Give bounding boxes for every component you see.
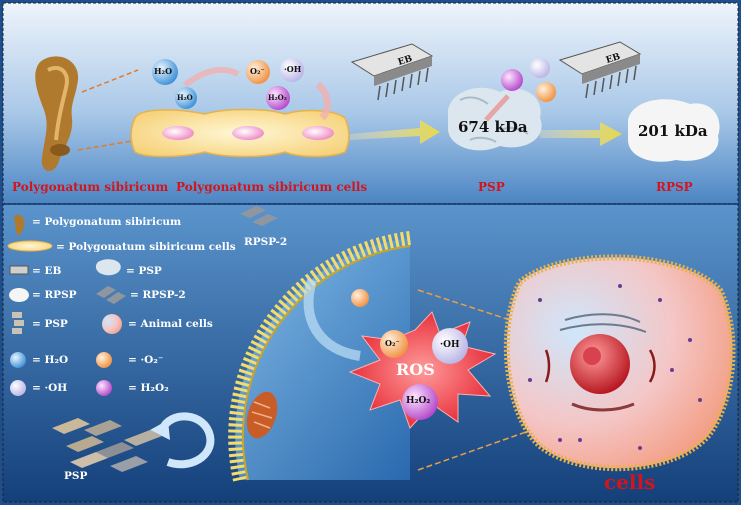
- text-o2: O₂⁻: [250, 66, 265, 76]
- label-cells: cells: [604, 470, 656, 494]
- legend-h2o2: = H₂O₂: [128, 382, 169, 394]
- top-molecules: [152, 58, 331, 121]
- zoom-line-top: [81, 69, 139, 93]
- legend-icon-o2: [96, 352, 112, 368]
- legend-icon-animal-cell: [102, 314, 122, 334]
- legend-icon-psp: [95, 259, 121, 276]
- legend-h2o: = H₂O: [32, 354, 69, 366]
- top-panel: [3, 3, 738, 203]
- eb-device-2: [558, 41, 642, 99]
- ros-h2o2-bubble: [402, 384, 438, 420]
- cell-arrow: [315, 81, 331, 121]
- legend-icons: [7, 214, 126, 396]
- legend-o2: = ·O₂⁻: [128, 354, 164, 366]
- legend-icon-plant: [14, 214, 25, 235]
- label-rpsp2: RPSP-2: [244, 236, 288, 248]
- text-h2o-2: H₂O: [177, 93, 193, 102]
- label-psp-mass: 674 kDa: [458, 118, 528, 136]
- legend-icon-cells: [7, 240, 53, 252]
- legend-icon-h2o2: [96, 380, 112, 396]
- h2o-bubble-2: [175, 87, 197, 109]
- er: [559, 313, 647, 333]
- label-polygonatum-sibiricum-cells: Polygonatum sibiricum cells: [176, 180, 368, 194]
- ros-text-oh: ·OH: [440, 340, 460, 350]
- legend-icon-rpsp: [9, 288, 29, 302]
- eb-device-1: [350, 43, 434, 101]
- zoom-line-cell-top: [417, 289, 511, 321]
- h2o-bubble-1: [152, 59, 178, 85]
- conversion-arrow: [183, 66, 240, 88]
- psp-bottom-blocks: [52, 418, 162, 472]
- zoom-line-bottom: [77, 139, 139, 151]
- ros-text-o2: O₂⁻: [385, 338, 400, 348]
- entry-arrow: [303, 278, 361, 361]
- oh-bubble: [280, 58, 304, 82]
- text-oh: ·OH: [284, 64, 302, 74]
- psp-powder: [448, 87, 542, 151]
- ros-burst: [348, 311, 497, 429]
- nucleus: [570, 334, 630, 394]
- legend-oh: = ·OH: [32, 382, 68, 394]
- plant-cells: [130, 108, 350, 158]
- legend-icon-eb: [9, 265, 29, 275]
- rhizome-image: [35, 56, 79, 172]
- cell-membrane: [228, 231, 411, 482]
- text-h2o2: H₂O₂: [268, 93, 287, 102]
- membrane-o2: [351, 289, 369, 307]
- legend-icon-psp-blocks: [12, 312, 24, 334]
- label-rpsp: RPSP: [656, 180, 693, 194]
- recycle-arrow: [158, 412, 215, 469]
- cell-dots: [528, 284, 702, 450]
- legend-icon-h2o: [10, 352, 26, 368]
- legend-rpsp2: = RPSP-2: [130, 289, 186, 301]
- rpsp-powder: [628, 99, 720, 162]
- legend-plant: = Polygonatum sibiricum: [32, 216, 182, 228]
- o2-bubble: [246, 60, 270, 84]
- legend-rpsp: = RPSP: [32, 289, 77, 301]
- label-polygonatum-sibiricum: Polygonatum sibiricum: [12, 180, 169, 194]
- rpsp2-blocks: [240, 206, 278, 226]
- ros-text-h2o2: H₂O₂: [406, 396, 431, 406]
- legend-cells: = Polygonatum sibiricum cells: [56, 241, 236, 253]
- arrow-psp-to-rpsp: [540, 122, 622, 146]
- legend-animal-cells: = Animal cells: [128, 318, 213, 330]
- h2o2-bubble: [266, 86, 290, 110]
- ros-oh-bubble: [432, 328, 468, 364]
- legend-icon-rpsp2: [96, 286, 126, 304]
- arrow-cells-to-psp: [350, 120, 440, 144]
- text-h2o-1: H₂O: [154, 66, 173, 76]
- label-rpsp-mass: 201 kDa: [638, 122, 708, 140]
- psp-molecules: [484, 58, 556, 122]
- legend-psp: = PSP: [126, 265, 162, 277]
- golgi: [571, 402, 635, 412]
- legend-psp-blocks: = PSP: [32, 318, 68, 330]
- animal-cell: [503, 254, 736, 472]
- legend-eb: = EB: [32, 265, 62, 277]
- zoom-line-cell-bottom: [417, 419, 561, 471]
- ros-o2-bubble: [380, 330, 408, 358]
- label-psp-bottom: PSP: [64, 470, 88, 482]
- label-ros: ROS: [396, 360, 435, 379]
- label-psp: PSP: [478, 180, 505, 194]
- legend-icon-oh: [10, 380, 26, 396]
